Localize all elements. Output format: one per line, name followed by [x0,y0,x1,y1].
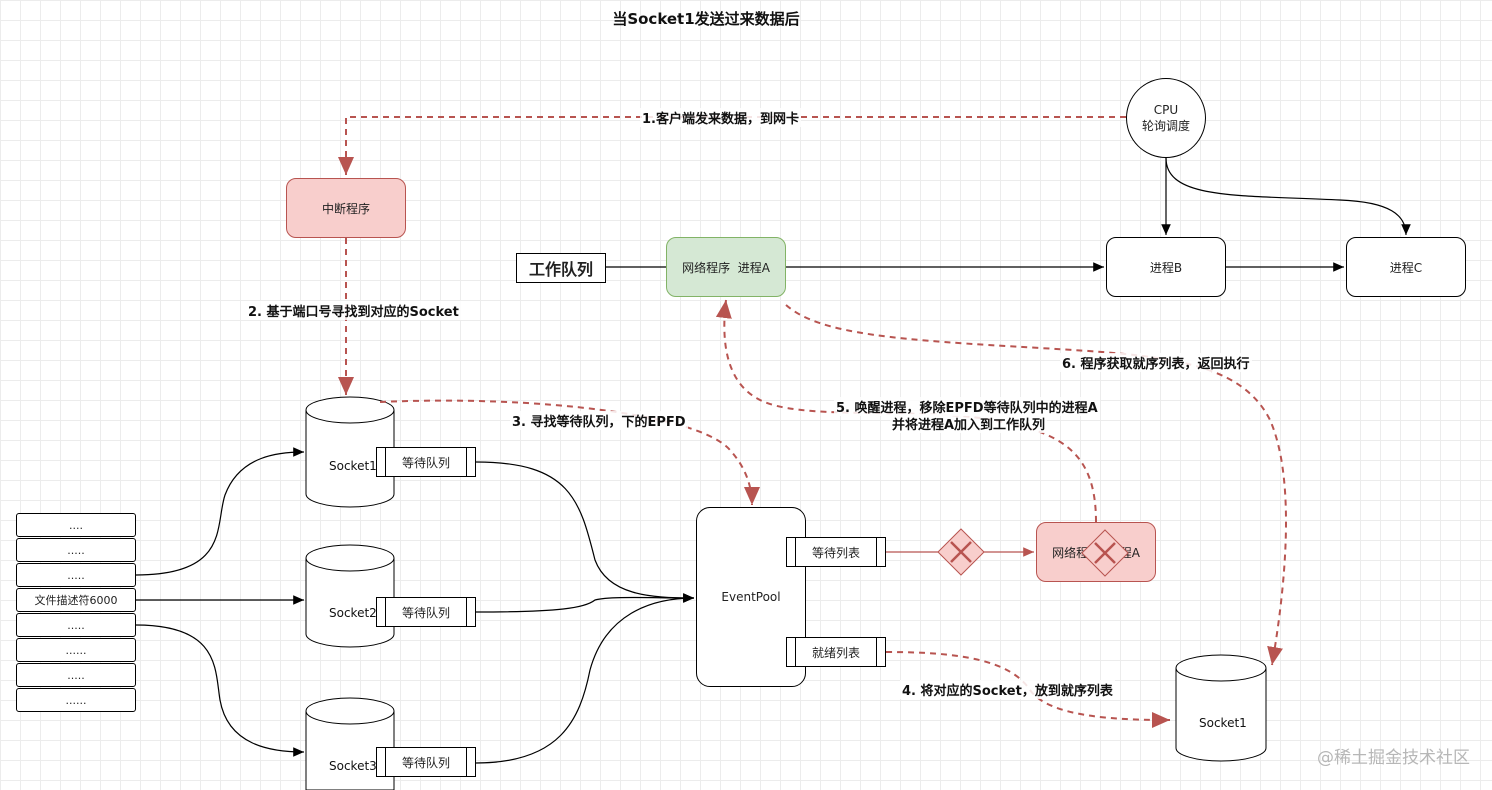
fd-table-row[interactable]: ..... [16,613,136,637]
work-queue-label: 工作队列 [516,253,606,283]
edge-socket3-to-eventpool [475,593,695,764]
socket2-label: Socket2 [329,606,377,620]
cpu-scheduler-node[interactable]: CPU 轮询调度 [1126,78,1206,158]
blocked-decision-x-1 [937,528,985,576]
fd-table-row[interactable]: ..... [16,563,136,587]
edge-fd-to-socket1 [135,447,305,576]
step6-label: 6. 程序获取就序列表，返回执行 [1060,353,1252,372]
socket3-label: Socket3 [329,759,377,773]
socket2-cylinder [305,544,395,648]
edge-socket1-to-eventpool [475,461,695,603]
step3-label: 3. 寻找等待队列，下的EPFD [510,411,688,430]
edge-fd-to-socket3 [135,624,305,757]
fd-table-row[interactable]: ...... [16,638,136,662]
fd-table-row[interactable]: ...... [16,688,136,712]
ready-list-node[interactable]: 就绪列表 [786,637,886,667]
socket3-wait-queue[interactable]: 等待队列 [376,747,476,777]
socket-ready-cylinder [1175,654,1267,762]
socket-ready-label: Socket1 [1199,716,1247,730]
fd-table-row[interactable]: ..... [16,663,136,687]
wait-list-node[interactable]: 等待列表 [786,537,886,567]
step4-label: 4. 将对应的Socket，放到就序列表 [900,680,1115,699]
network-process-a-node[interactable]: 网络程序 进程A [666,237,786,297]
diagram-title: 当Socket1发送过来数据后 [612,10,800,28]
step5-label-line2: 并将进程A加入到工作队列 [890,414,1048,433]
edge-socket2-to-eventpool [475,593,695,613]
watermark: @稀土掘金技术社区 [1317,748,1470,768]
socket1-cylinder [305,396,395,508]
process-b-node[interactable]: 进程B [1106,237,1226,297]
process-c-node[interactable]: 进程C [1346,237,1466,297]
socket1-label: Socket1 [329,459,377,473]
edge-step1 [338,116,1126,175]
step1-label: 1.客户端发来数据，到网卡 [640,108,801,127]
blocked-decision-x-2 [1081,529,1129,577]
fd-table-row[interactable]: ..... [16,538,136,562]
edge-step6 [785,304,1287,666]
socket1-wait-queue[interactable]: 等待队列 [376,447,476,477]
edge-cpu-to-proc-c [1165,157,1411,236]
step2-label: 2. 基于端口号寻找到对应的Socket [246,301,461,320]
edge-step3 [379,399,760,506]
socket2-wait-queue[interactable]: 等待队列 [376,597,476,627]
interrupt-handler-node[interactable]: 中断程序 [286,178,406,238]
step5-label-line1: 5. 唤醒进程，移除EPFD等待队列中的进程A [834,397,1100,416]
fd-table-row[interactable]: .... [16,513,136,537]
fd-table-row-6000[interactable]: 文件描述符6000 [16,588,136,612]
